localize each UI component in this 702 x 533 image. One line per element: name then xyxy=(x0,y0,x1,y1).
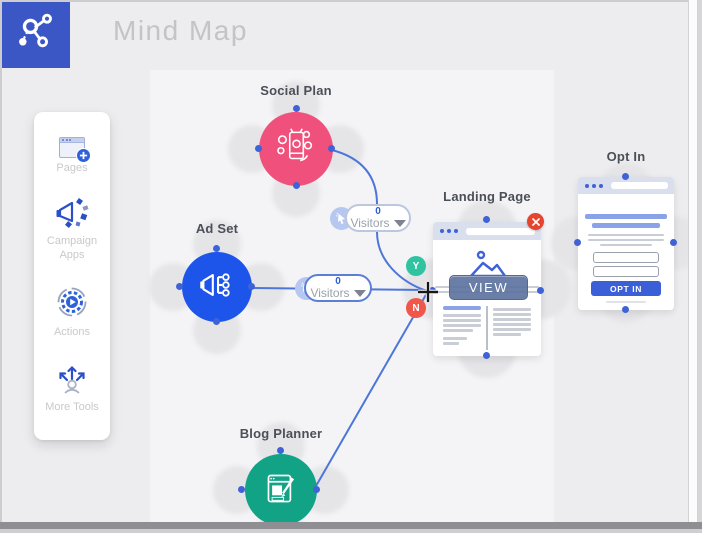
sidebar-item-more-tools[interactable]: More Tools xyxy=(36,359,108,415)
window-border xyxy=(0,0,2,533)
connector-dot[interactable] xyxy=(328,145,335,152)
form-input-field[interactable] xyxy=(593,266,659,277)
app-logo[interactable] xyxy=(2,2,70,68)
visitor-count: 0 xyxy=(335,276,341,287)
browser-chrome xyxy=(433,222,541,240)
visitors-label: Visitors xyxy=(350,216,390,230)
connector-dot[interactable] xyxy=(622,173,629,180)
node-social-plan[interactable] xyxy=(259,112,333,186)
browser-chrome xyxy=(578,177,674,194)
more-tools-icon xyxy=(53,359,91,397)
node-opt-in[interactable]: OPT IN xyxy=(578,177,674,310)
sidebar-item-campaign-apps[interactable]: Campaign Apps xyxy=(36,195,108,263)
sidebar-item-label: Pages xyxy=(56,162,88,175)
node-blog-planner[interactable] xyxy=(245,454,317,526)
sidebar-item-label: Campaign Apps xyxy=(46,235,98,261)
form-input-field[interactable] xyxy=(593,252,659,263)
branch-yes-badge[interactable]: Y xyxy=(406,256,426,276)
connector-dot[interactable] xyxy=(293,182,300,189)
connector-dot[interactable] xyxy=(537,287,544,294)
visitors-badge-1[interactable]: 0 Visitors xyxy=(345,204,411,232)
visitors-badge-2[interactable]: 0 Visitors xyxy=(304,274,372,302)
page-title: Mind Map xyxy=(113,15,248,46)
sidebar-item-label: Actions xyxy=(53,326,91,338)
plus-icon xyxy=(76,148,91,164)
connector-dot[interactable] xyxy=(255,145,262,152)
window-border xyxy=(0,0,702,2)
vertical-scrollbar[interactable] xyxy=(688,0,698,533)
visitors-label: Visitors xyxy=(310,286,350,300)
connector-dot[interactable] xyxy=(429,287,436,294)
window-border xyxy=(698,0,702,533)
node-ad-set[interactable] xyxy=(182,252,252,322)
connector-dot[interactable] xyxy=(248,283,255,290)
tools-sidebar: Pages Campaign Apps xyxy=(34,112,110,440)
sidebar-item-label: More Tools xyxy=(45,401,99,413)
connector-dot[interactable] xyxy=(670,239,677,246)
blog-edit-icon xyxy=(257,464,305,517)
connector-dot[interactable] xyxy=(622,306,629,313)
window-border xyxy=(0,529,702,533)
view-button[interactable]: VIEW xyxy=(449,275,528,300)
node-label-opt-in: Opt In xyxy=(606,149,646,164)
connector-dot[interactable] xyxy=(483,352,490,359)
node-label-blog-planner: Blog Planner xyxy=(239,426,323,441)
connector-dot[interactable] xyxy=(293,105,300,112)
sidebar-item-actions[interactable]: Actions xyxy=(36,282,108,340)
chevron-down-icon[interactable] xyxy=(353,289,366,297)
connector-dot[interactable] xyxy=(238,486,245,493)
connector-dot[interactable] xyxy=(483,216,490,223)
opt-in-button[interactable]: OPT IN xyxy=(591,281,661,296)
window-border xyxy=(0,522,702,529)
connector-dot[interactable] xyxy=(176,283,183,290)
campaign-apps-icon xyxy=(52,195,92,231)
connector-dot[interactable] xyxy=(277,447,284,454)
mind-map-network-icon xyxy=(14,11,58,60)
connector-dot[interactable] xyxy=(213,245,220,252)
branch-no-badge[interactable]: N xyxy=(406,298,426,318)
close-icon[interactable] xyxy=(527,213,544,230)
actions-icon xyxy=(52,282,92,322)
node-label-ad-set: Ad Set xyxy=(195,221,239,236)
sidebar-item-pages[interactable]: Pages xyxy=(36,137,108,176)
connector-dot[interactable] xyxy=(213,318,220,325)
url-bar xyxy=(611,182,668,189)
connector-dot[interactable] xyxy=(313,486,320,493)
social-media-phone-icon xyxy=(272,123,320,176)
connector-dot[interactable] xyxy=(574,239,581,246)
visitor-count: 0 xyxy=(375,206,381,217)
megaphone-audience-icon xyxy=(194,262,240,313)
pages-icon xyxy=(59,137,91,164)
node-label-landing-page: Landing Page xyxy=(443,189,531,204)
chevron-down-icon[interactable] xyxy=(393,219,406,227)
node-label-social-plan: Social Plan xyxy=(260,83,332,98)
url-bar xyxy=(466,227,535,235)
